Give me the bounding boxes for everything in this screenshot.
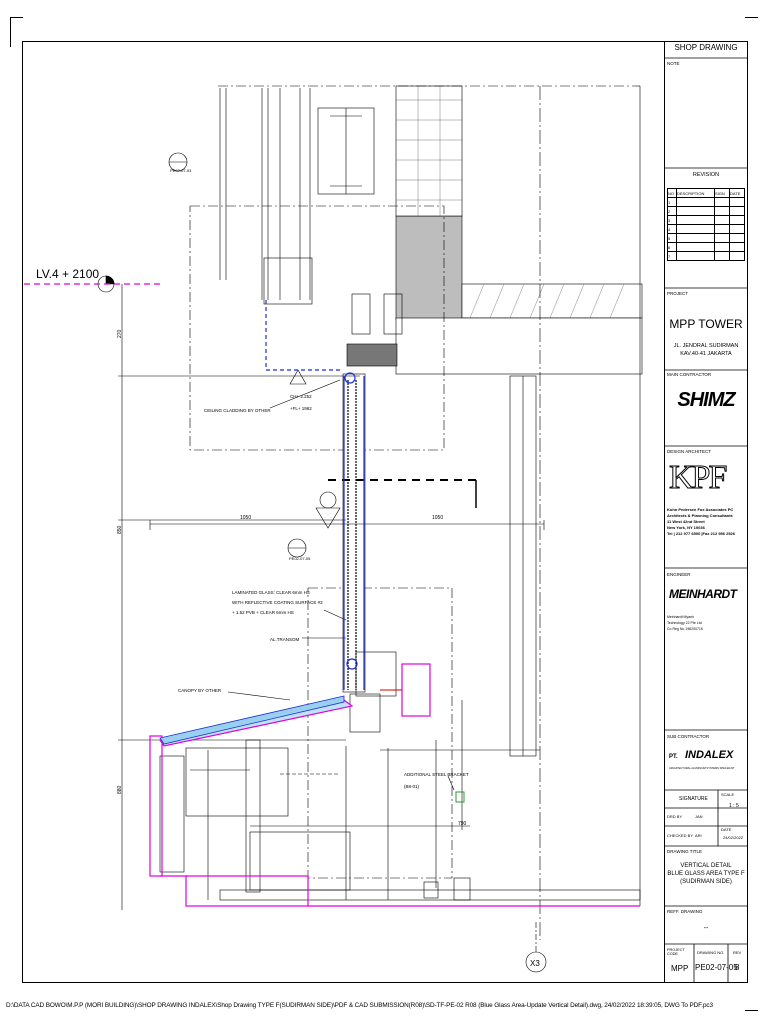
architect-text-1: Kohn Pedersen Fox Associates PC: [667, 507, 734, 512]
rev-row-number: 6: [667, 242, 677, 252]
drawing-title-label: DRAWING TITLE: [667, 849, 703, 854]
kpf-logo: KPF: [668, 459, 727, 497]
dim-880: 880: [117, 785, 123, 794]
rev-row-number: 3: [667, 215, 677, 225]
dim-790: 790: [458, 821, 467, 827]
rev-row-number: 5: [667, 233, 677, 243]
rev-row-number: 2: [667, 206, 677, 216]
project-label: PROJECT: [667, 291, 689, 296]
indalex-logo: INDALEX: [685, 749, 734, 761]
engineer-text-1: Meinhardt Myanh: [667, 615, 695, 619]
glass-note-1: LAMINATED GLASS: CLEAR 6mm HS: [232, 590, 310, 595]
ref-drawing-label: REFF. DRAWING: [667, 909, 703, 914]
rev-row-number: 1: [667, 197, 677, 207]
architect-text-2: Architects & Planning Consultants: [667, 513, 733, 518]
drawing-no-value: PE02-07-05: [695, 963, 738, 972]
drawing-title-2: BLUE GLASS AREA TYPE F: [667, 871, 745, 877]
dim-270: 270: [117, 329, 123, 338]
dim-1050-left: 1050: [240, 515, 251, 521]
ref-drawing-value: --: [703, 925, 709, 932]
checked-by-value: ARI: [695, 833, 702, 838]
drawing-title-3: (SUDIRMAN SIDE): [680, 879, 732, 885]
drawing-no-label: DRAWING NO.: [697, 950, 725, 955]
drawn-by-label: DRD BY: [667, 814, 683, 819]
drawn-by-value: JAN: [695, 814, 703, 819]
canopy-label: CANOPY BY OTHER: [178, 688, 222, 693]
engineer-text-3: Co Reg No 19820071K: [667, 627, 704, 631]
project-code-value: MPP: [671, 964, 689, 973]
main-contractor-label: MAIN CONTRACTOR: [667, 372, 712, 377]
rev-row-number: 4: [667, 224, 677, 234]
rev-value: 8: [735, 963, 740, 972]
rev-col-no: NO: [667, 188, 677, 198]
note-label: NOTE: [667, 61, 680, 66]
date-label: DATE: [721, 827, 732, 832]
title-block-header: SHOP DRAWING: [674, 43, 738, 52]
ref-tag-2: PE02-07-05: [289, 556, 311, 561]
dim-1050-right: 1050: [432, 515, 443, 521]
rev-col-sign: SIGN: [714, 188, 730, 198]
transom-label: AL.TRANSOM: [270, 637, 300, 642]
scale-label: SCALE: [721, 792, 735, 797]
meinhardt-logo: MEINHARDT: [669, 587, 737, 601]
sub-contractor-prefix: PT.: [669, 754, 678, 760]
rev-row-number: 7: [667, 251, 677, 261]
indalex-tagline: ARCHITECTURAL ALUMINIUM SYSTEMS SPECIALI…: [669, 767, 735, 770]
ref-tag-1: PE02-07-03: [170, 168, 192, 173]
project-code-label: PROJECT CODE: [667, 948, 685, 956]
date-value: 24/02/2022: [723, 835, 744, 840]
sub-contractor-label: SUB CONTRACTOR: [667, 734, 710, 739]
title-block: SHOP DRAWING NOTE REVISION NO DESCRIPTIO…: [664, 41, 748, 983]
glass-note-2: WITH REFLECTIVE COATING SURFACE #2: [232, 600, 323, 605]
ceiling-level-1: CH+ 2.252: [290, 394, 312, 399]
dim-850: 850: [117, 525, 123, 534]
crop-mark: [10, 17, 23, 18]
bracket-note-2: (B8-01): [404, 784, 420, 789]
engineer-text-2: Technology 22 Pte Ltd: [667, 621, 702, 625]
engineer-label: ENGINEER: [667, 572, 691, 577]
project-address-1: JL. JENDRAL SUDIRMAN: [673, 343, 739, 349]
project-name: MPP TOWER: [669, 317, 743, 331]
level-label: LV.4 + 2100: [36, 267, 99, 281]
checked-by-label: CHECKED BY: [667, 833, 694, 838]
signature-label: SIGNATURE: [679, 796, 708, 802]
design-architect-label: DESIGN ARCHITECT: [667, 449, 712, 454]
grid-label: X3: [530, 959, 540, 968]
architect-text-4: New York, NY 10036: [667, 525, 705, 530]
scale-value: 1 : 5: [729, 803, 739, 809]
rev-label: REV: [733, 950, 742, 955]
crop-mark: [745, 17, 758, 18]
drawing-title-1: VERTICAL DETAIL: [680, 863, 732, 869]
architect-text-5: Tel | 212 977 6500 |Fax 212 956 2526: [667, 531, 735, 536]
revision-label: REVISION: [692, 172, 720, 178]
rev-col-date: DATE: [729, 188, 745, 198]
project-address-2: KAV.40-41 JAKARTA: [680, 351, 732, 357]
ceiling-level-2: +FL+ 1962: [290, 406, 312, 411]
architect-text-3: 11 West 42nd Street: [667, 519, 705, 524]
revision-table: NO DESCRIPTION SIGN DATE 1 2 3 4 5 6 7: [667, 188, 745, 261]
glass-note-3: + 1.52 PVB + CLEAR 6mm HS: [232, 610, 294, 615]
file-path-footer: D:\DATA CAD BOWO\M.P.P (MORI BUILDING)\S…: [6, 1002, 713, 1009]
crop-mark: [745, 1010, 758, 1011]
bracket-note-1: ADDITIONAL STEEL BRACKET: [404, 772, 469, 777]
crop-mark: [10, 17, 11, 47]
rev-col-description: DESCRIPTION: [676, 188, 715, 198]
ceiling-label: CEILING CLADDING BY OTHER: [204, 408, 271, 413]
shimz-logo: SHIMZ: [677, 389, 735, 411]
drawing-frame: [22, 41, 748, 983]
